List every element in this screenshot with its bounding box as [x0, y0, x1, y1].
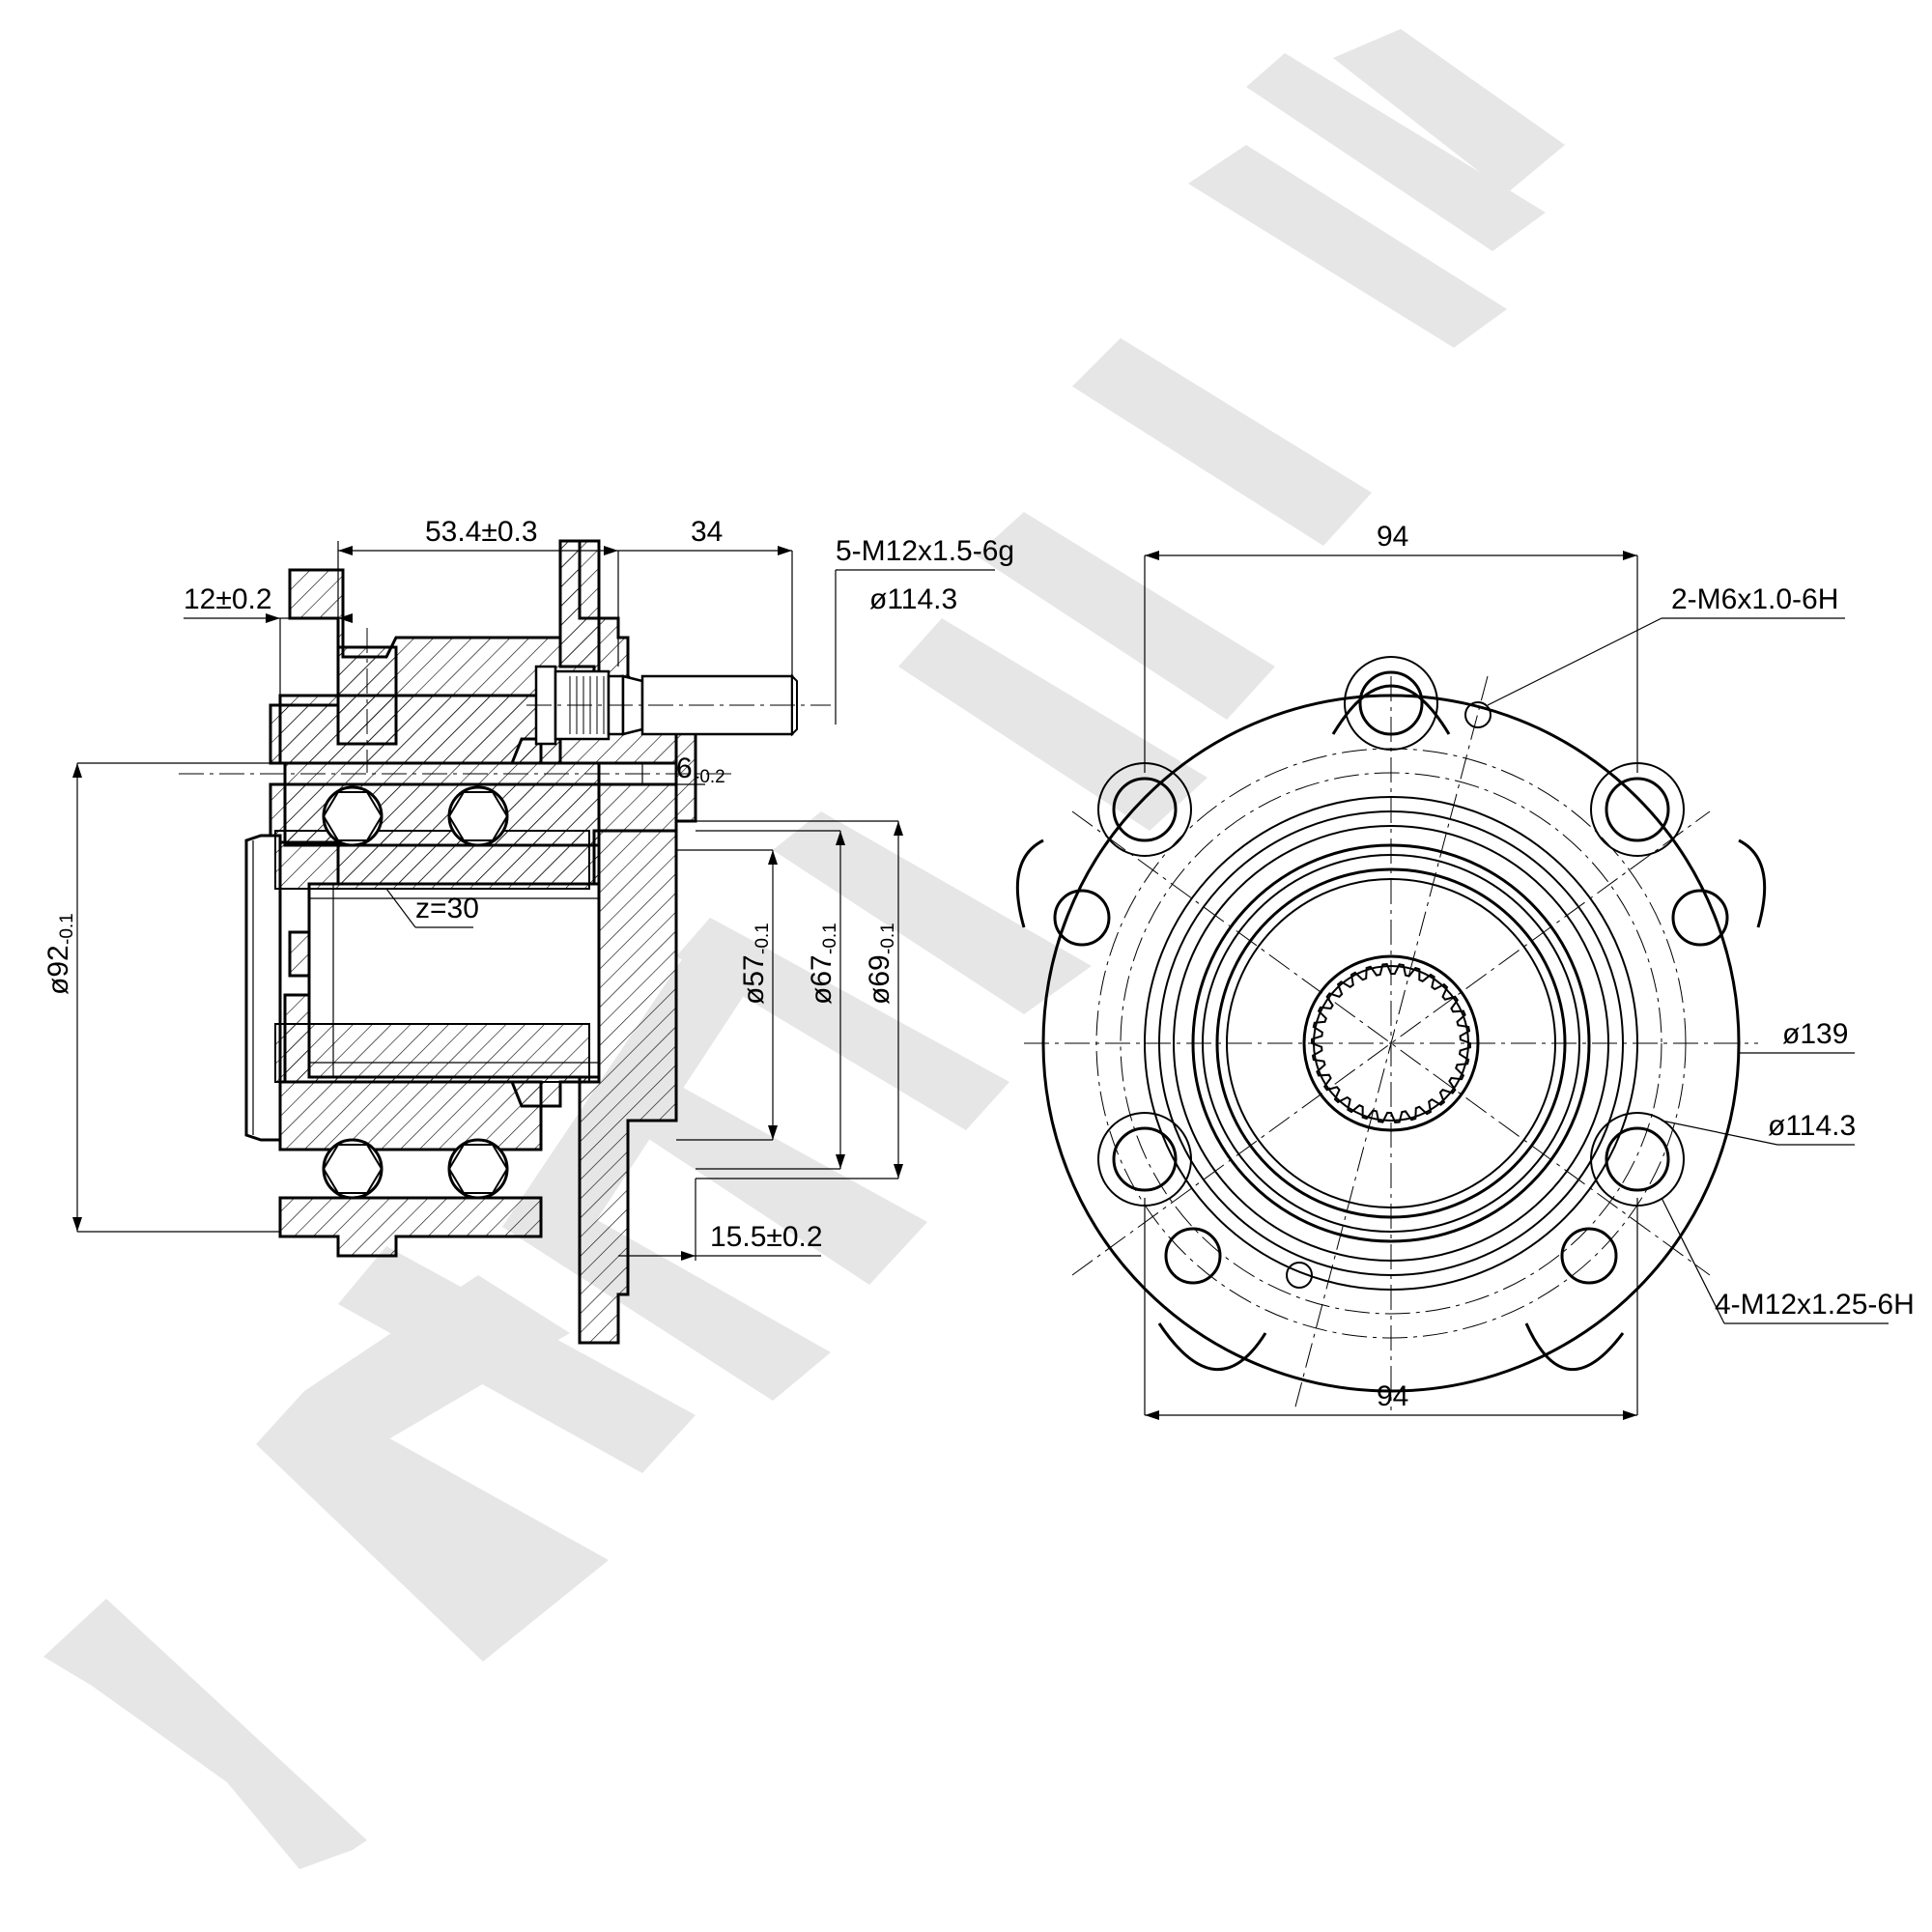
dim-6: 6: [676, 753, 693, 784]
seal-cap: [244, 834, 282, 1142]
dim-15-5: 15.5±0.2: [710, 1221, 823, 1253]
dim-57-tol: -0.1: [753, 923, 773, 954]
dim-67: ø67: [806, 954, 838, 1005]
front-centre-lines: [1024, 675, 1758, 1411]
bearing-balls-lower: [322, 1138, 509, 1200]
dim-92-tol: -0.1: [57, 913, 77, 945]
watermark-logo: [43, 29, 1565, 1869]
side-section-view: 12±0.2 53.4±0.3 34 5-M12x1.5-6g ø114.3 6…: [43, 516, 1014, 1345]
dim-67-tol: -0.1: [820, 923, 840, 954]
spline-label: z=30: [415, 893, 479, 924]
stud-thread-label: 5-M12x1.5-6g: [836, 535, 1014, 567]
dim-69-tol: -0.1: [878, 923, 898, 954]
dim-34: 34: [691, 516, 723, 548]
m6-hole-label: 2-M6x1.0-6H: [1671, 583, 1838, 615]
bearing-balls-upper: [322, 785, 509, 847]
stud-pcd-label: ø114.3: [869, 583, 957, 615]
dim-6-tol: -0.2: [694, 767, 725, 787]
dim-69: ø69: [864, 954, 895, 1005]
outer-ring-upper: [278, 694, 543, 765]
dim-57: ø57: [738, 954, 770, 1005]
front-dimensions: [1144, 551, 1889, 1420]
dim-94-top: 94: [1377, 521, 1408, 553]
m12-hole-label: 4-M12x1.25-6H: [1715, 1289, 1915, 1321]
inner-ring-upper: [274, 830, 590, 890]
dim-94-bottom: 94: [1377, 1380, 1408, 1412]
dim-12: 12±0.2: [184, 583, 272, 615]
dim-114-3: ø114.3: [1768, 1110, 1856, 1142]
dim-139: ø139: [1782, 1018, 1848, 1050]
inner-ring-lower: [274, 1023, 590, 1083]
dim-53-4: 53.4±0.3: [425, 516, 538, 548]
hub-body-lower-outer: [278, 1196, 543, 1258]
side-dimensions: [72, 541, 995, 1261]
front-view: 94 94 2-M6x1.0-6H ø139 ø114.3 4-M12x1.25…: [1015, 521, 1915, 1420]
outer-ring-lower: [278, 1080, 543, 1151]
wheel-stud: [526, 665, 831, 746]
dim-92: ø92: [43, 945, 74, 995]
